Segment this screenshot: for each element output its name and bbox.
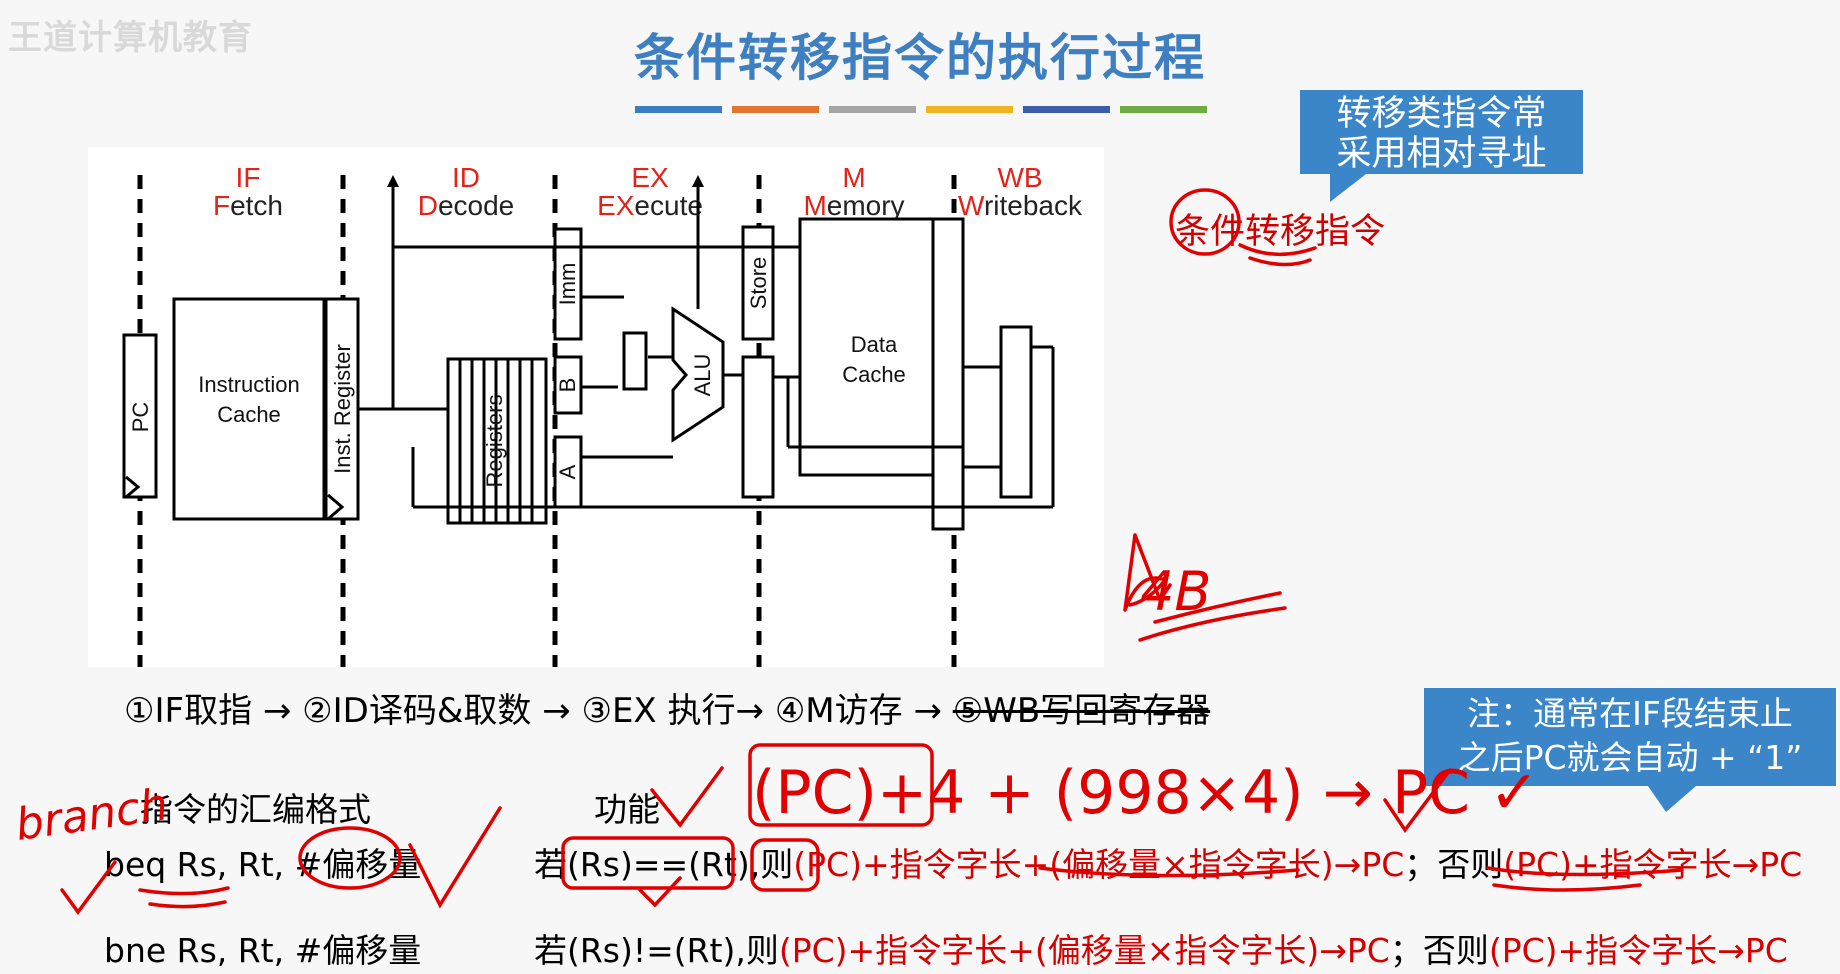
stage-m-name: Memory <box>803 190 904 221</box>
slide-title: 条件转移指令的执行过程 <box>634 29 1206 87</box>
callout-relative-addressing: 转移类指令常 采用相对寻址 <box>1300 90 1583 174</box>
callout-tail-note <box>1648 786 1696 812</box>
pc-register <box>122 333 158 499</box>
imm-label: Imm <box>555 263 580 306</box>
stage-if-code: IF <box>236 162 261 193</box>
row-beq-format: beq Rs, Rt, #偏移量 <box>104 845 422 884</box>
stage-wb-code: WB <box>997 162 1042 193</box>
registers-label: Registers <box>482 395 507 488</box>
stage-wb-name: Writeback <box>958 190 1083 221</box>
row-bne-format: bne Rs, Rt, #偏移量 <box>104 931 422 970</box>
title-color-bars <box>635 106 1207 113</box>
alu-label: ALU <box>690 354 715 397</box>
stage-if-name: Fetch <box>213 190 283 221</box>
pc-label: PC <box>128 402 153 433</box>
color-bar-3 <box>829 106 916 113</box>
stage-m-code: M <box>842 162 865 193</box>
callout-tail-top <box>1330 174 1366 202</box>
stage-id-code: ID <box>452 162 480 193</box>
wb-mux <box>999 325 1033 499</box>
color-bar-5 <box>1023 106 1110 113</box>
header-format: 指令的汇编格式 <box>140 790 371 829</box>
callout-pc-note: 注：通常在IF段结束止 之后PC就会自动 + “1” <box>1424 688 1836 786</box>
check-mark-function <box>650 766 724 828</box>
check-mark-beq <box>408 806 502 909</box>
alu-out-register <box>741 355 775 499</box>
a-label: A <box>555 464 580 479</box>
handwritten-conditional-branch: 条件转移指令 <box>1175 212 1386 252</box>
b-register <box>553 355 583 415</box>
header-function: 功能 <box>594 790 660 829</box>
pipeline-diagram: IF Fetch ID Decode EX EXecute M Memory W… <box>88 147 1104 667</box>
color-bar-2 <box>732 106 819 113</box>
data-cache <box>798 217 950 477</box>
color-bar-1 <box>635 106 722 113</box>
inst-reg-label: Inst. Register <box>330 344 355 474</box>
stage-ex-name: EXecute <box>597 190 703 221</box>
box-pc-plus-4 <box>748 743 934 827</box>
icache-label-2: Cache <box>217 402 281 427</box>
watermark: 王道计算机教育 <box>8 18 253 58</box>
handwritten-formula: (PC)+4 + (998×4) → PC ✓ <box>752 758 1539 828</box>
color-bar-4 <box>926 106 1013 113</box>
mux-ex <box>622 331 648 391</box>
pipeline-svg: IF Fetch ID Decode EX EXecute M Memory W… <box>122 162 1083 667</box>
b-label: B <box>555 378 580 393</box>
handwritten-4b-text: 4B <box>1140 560 1211 623</box>
stage-id-name: Decode <box>418 190 515 221</box>
alu <box>671 306 725 443</box>
step-5-writeback: ⑤WB写回寄存器 <box>952 691 1211 731</box>
color-bar-6 <box>1120 106 1207 113</box>
steps-1-4: ①IF取指 → ②ID译码&取数 → ③EX 执行→ ④M访存 → <box>124 691 953 731</box>
pipeline-steps: ①IF取指 → ②ID译码&取数 → ③EX 执行→ ④M访存 → ⑤WB写回寄… <box>124 683 1210 732</box>
row-bne-function: 若(Rs)!=(Rt),则(PC)+指令字长+(偏移量×指令字长)→PC；否则(… <box>534 931 1788 970</box>
wb-register <box>931 445 965 531</box>
row-beq-function: 若(Rs)==(Rt),则(PC)+指令字长+(偏移量×指令字长)→PC；否则(… <box>534 845 1803 884</box>
icache-label-1: Instruction <box>198 372 300 397</box>
dcache-label-1: Data <box>851 332 898 357</box>
store-label: Store <box>746 257 771 310</box>
handwritten-4b <box>1123 533 1172 612</box>
instruction-cache <box>172 297 326 521</box>
dcache-label-2: Cache <box>842 362 906 387</box>
stage-ex-code: EX <box>631 162 669 193</box>
